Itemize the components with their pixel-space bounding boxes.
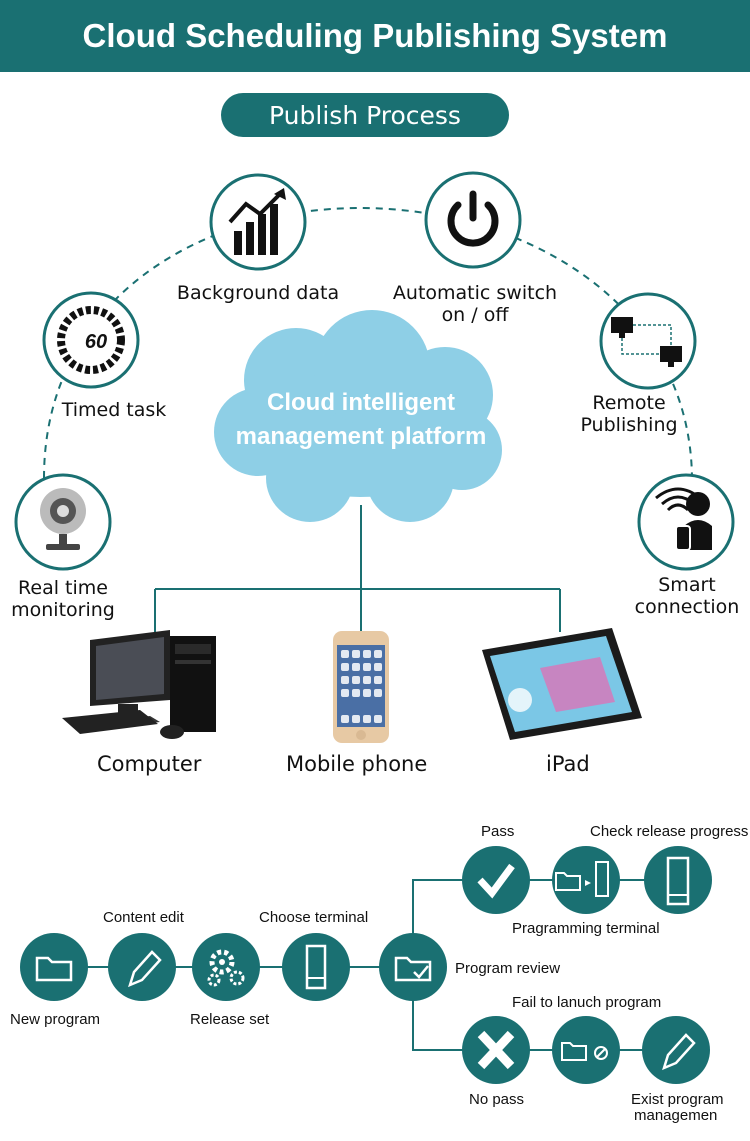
- label-mobile-phone: Mobile phone: [286, 752, 428, 776]
- label-realtime-1: Real time: [18, 577, 108, 599]
- label-remote-1: Remote: [592, 392, 666, 414]
- flow-fail-launch-node: [552, 1016, 620, 1084]
- flow-label-program-review: Program review: [455, 960, 561, 977]
- flow-new-program-node: [20, 933, 88, 1001]
- timer-number: 60: [85, 331, 107, 353]
- flow-label-new-program: New program: [10, 1011, 101, 1028]
- power-icon: [447, 201, 499, 247]
- label-auto-switch-1: Automatic switch: [392, 282, 558, 304]
- flow-label-choose-terminal: Choose terminal: [259, 909, 369, 926]
- mobile-phone-illustration: [333, 631, 389, 743]
- label-smart-1: Smart: [658, 574, 716, 596]
- flow-label-programming-terminal: Pragramming terminal: [512, 920, 660, 937]
- realtime-monitoring-node: [14, 473, 112, 571]
- folder-blocked-icon: [561, 1042, 587, 1061]
- label-auto-switch-2: on / off: [441, 304, 509, 326]
- bar-chart-icon: [234, 231, 242, 255]
- checkmark-icon: [477, 863, 515, 899]
- cloud-label-line2: management platform: [236, 423, 487, 450]
- device-connectors: [154, 505, 561, 632]
- flow-label-exist-program-1: Exist program: [631, 1091, 724, 1108]
- label-computer: Computer: [97, 752, 202, 776]
- flow-exist-program-node: [642, 1016, 710, 1084]
- remote-publishing-node: [599, 292, 697, 390]
- terminal-icon: [666, 856, 690, 906]
- computer-illustration: [62, 630, 216, 739]
- folder-icon: [35, 956, 73, 982]
- folder-check-icon: [394, 956, 432, 982]
- label-ipad: iPad: [546, 752, 590, 776]
- cloud-shape: Cloud intelligent management platform: [214, 310, 502, 522]
- flow-programming-terminal-node: [552, 846, 620, 914]
- flow-no-pass-node: [462, 1016, 530, 1084]
- gears-icon: [209, 949, 235, 975]
- page-title: Cloud Scheduling Publishing System: [82, 17, 668, 54]
- label-timed-task: Timed task: [61, 399, 167, 421]
- flow-label-check-release-progress: Check release progress: [590, 823, 749, 840]
- flow-label-fail-to-launch: Fail to lanuch program: [512, 994, 662, 1011]
- timer-icon: [57, 306, 125, 374]
- smart-connection-node: [637, 473, 735, 571]
- label-remote-2: Publishing: [580, 414, 678, 436]
- flow-label-no-pass: No pass: [469, 1091, 525, 1108]
- ipad-illustration: [482, 628, 642, 740]
- flow-content-edit-node: [108, 933, 176, 1001]
- x-icon: [477, 1030, 515, 1070]
- flow-label-pass: Pass: [481, 823, 515, 840]
- flow-label-release-set: Release set: [190, 1011, 270, 1028]
- kiosk-icon: [305, 944, 327, 990]
- background-data-node: [209, 173, 307, 271]
- flow-label-exist-program-2: managemen: [634, 1107, 718, 1124]
- flow-choose-terminal-node: [282, 933, 350, 1001]
- person-signal-icon: [686, 492, 710, 516]
- monitor-icon: [611, 317, 633, 333]
- flow-check-progress-node: [644, 846, 712, 914]
- flow-release-set-node: [192, 933, 260, 1001]
- label-background-data: Background data: [176, 282, 340, 304]
- timed-task-node: 60: [42, 291, 140, 389]
- edit-icon: [662, 1033, 696, 1071]
- label-smart-2: connection: [634, 596, 740, 618]
- flow-pass-node: [462, 846, 530, 914]
- publish-process-pill: Publish Process: [221, 93, 509, 137]
- flow-label-content-edit: Content edit: [103, 909, 184, 926]
- cloud-label-line1: Cloud intelligent: [267, 389, 455, 416]
- header-banner: Cloud Scheduling Publishing System: [0, 0, 750, 72]
- flow-program-review-node: [379, 933, 447, 1001]
- folder-to-terminal-icon: [555, 872, 581, 891]
- label-realtime-2: monitoring: [11, 599, 115, 621]
- pencil-icon: [128, 950, 162, 988]
- power-node: [424, 171, 522, 269]
